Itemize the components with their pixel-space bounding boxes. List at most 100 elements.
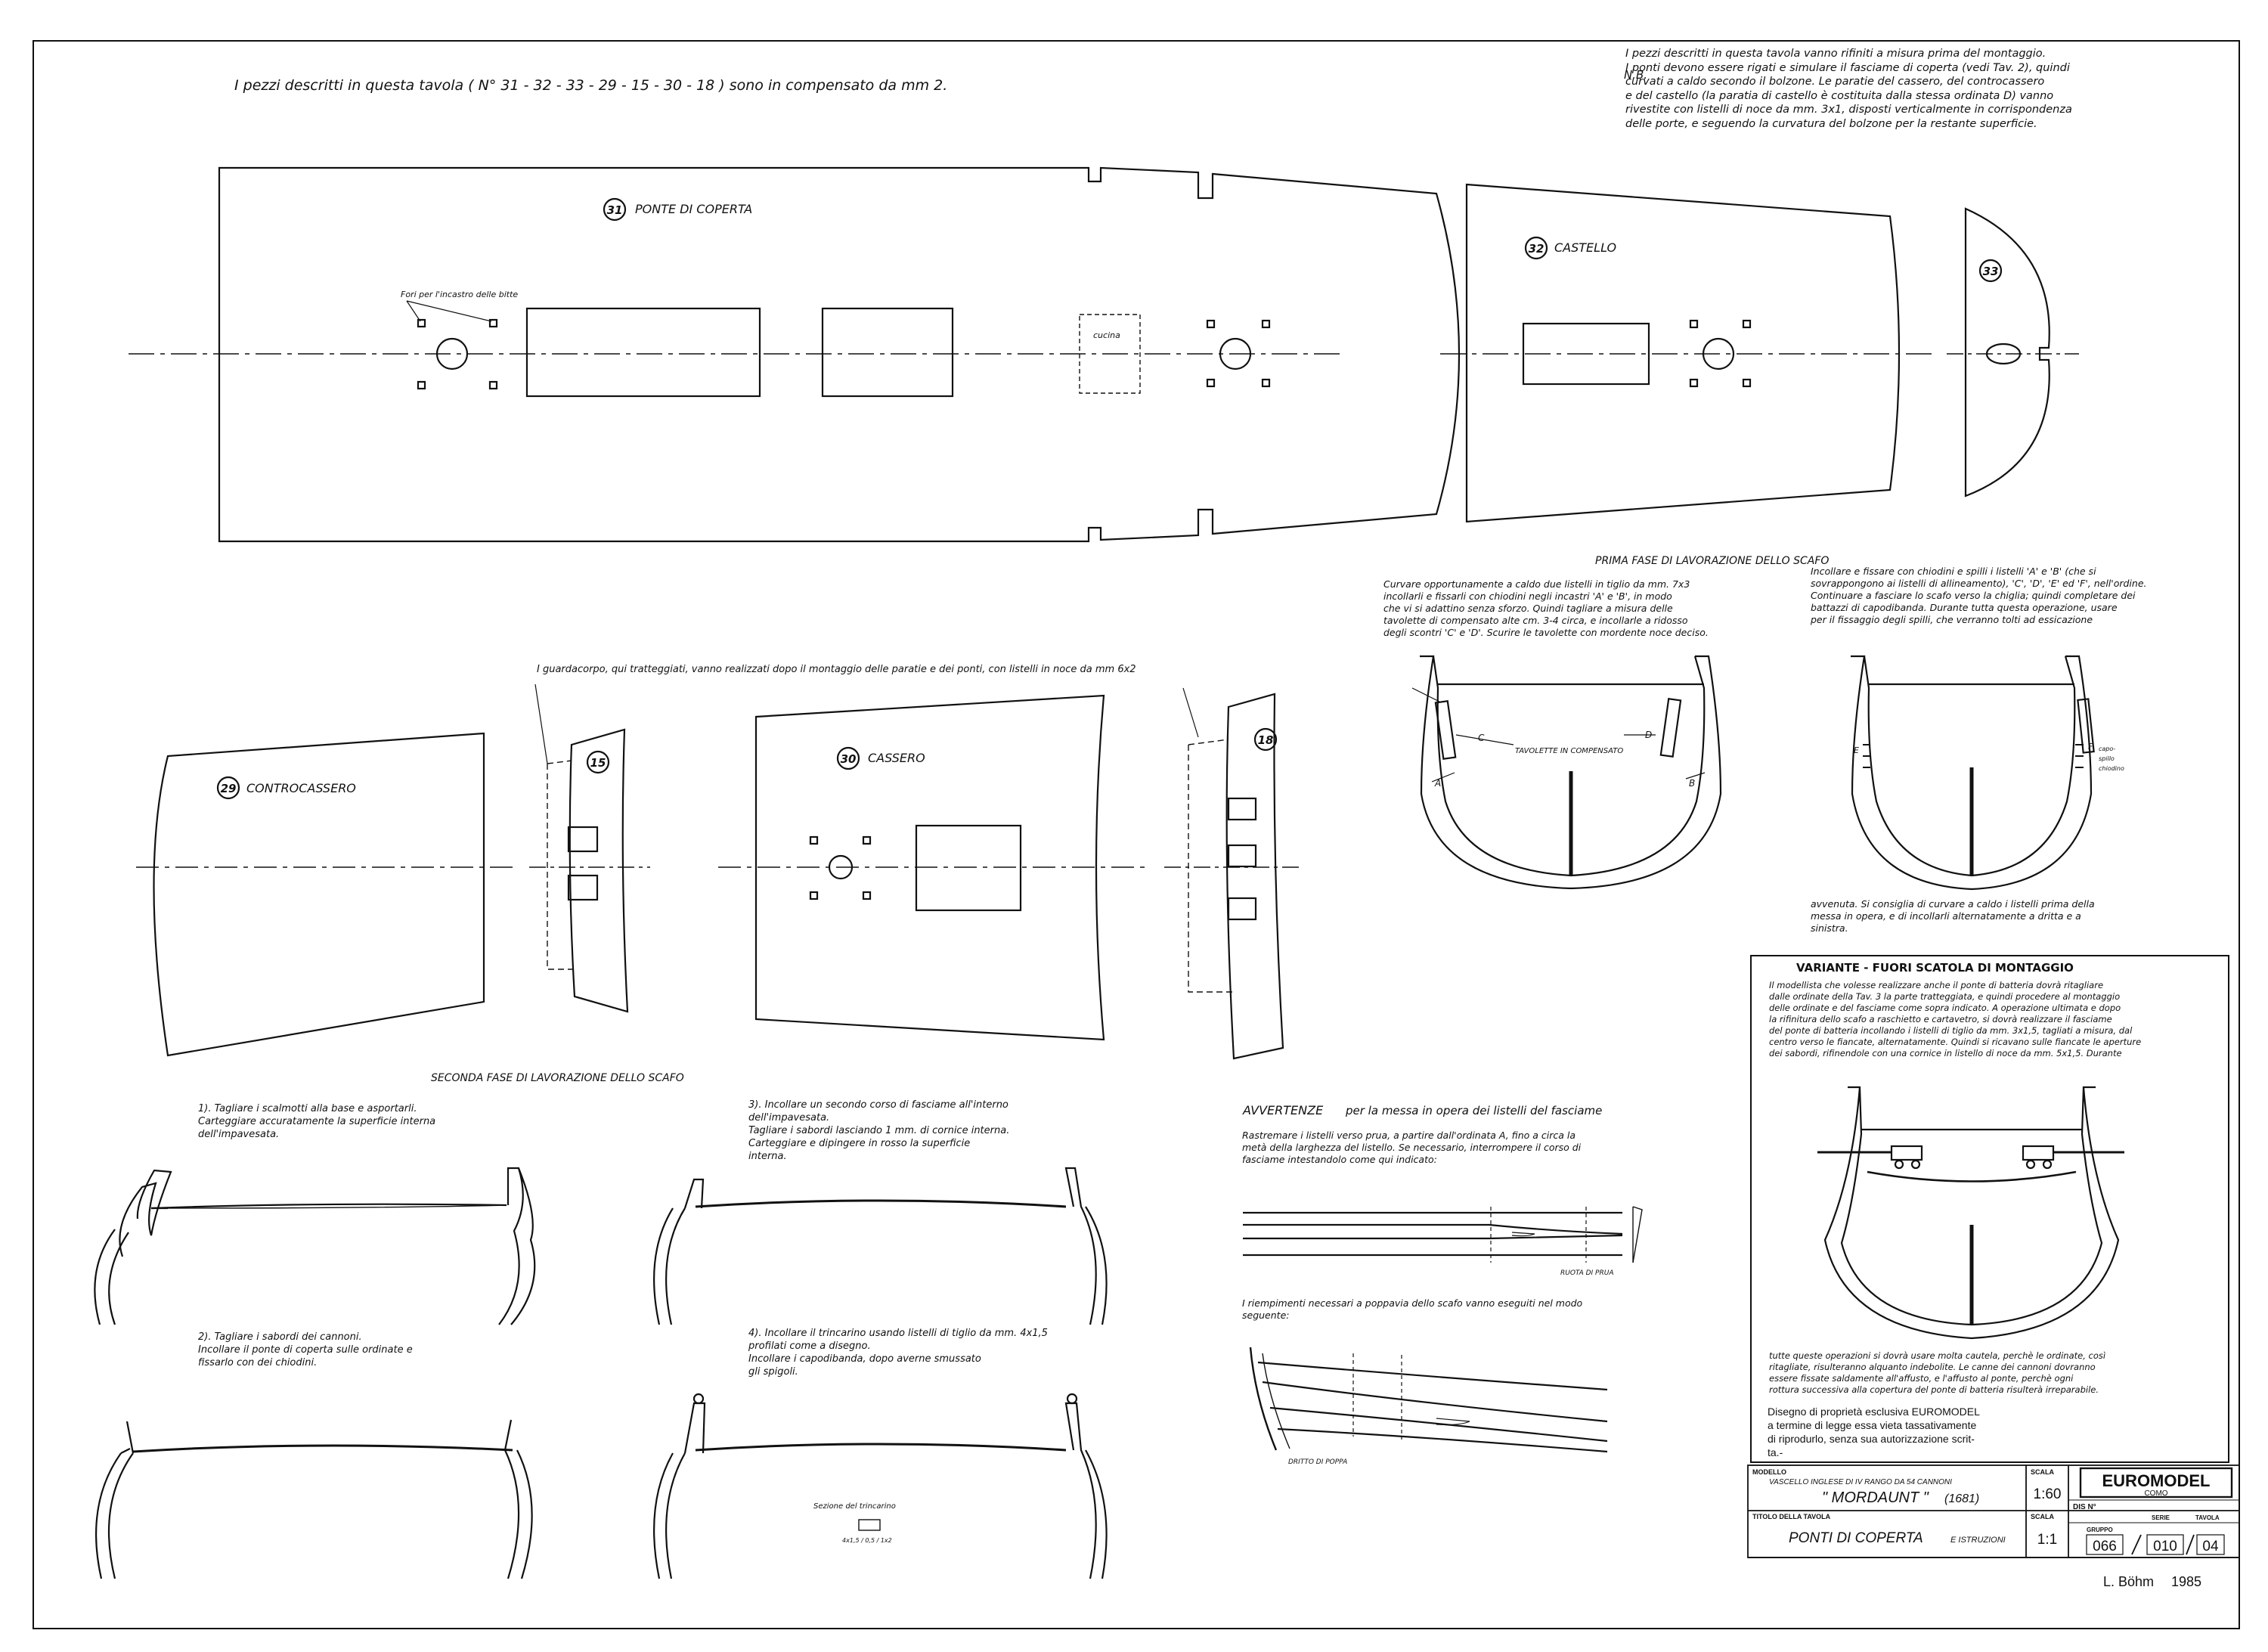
nb-line: e del castello (la paratia di castello è…	[1625, 89, 2054, 102]
tb-brand: EUROMODEL	[2102, 1471, 2211, 1490]
step-line: Incollare il ponte di coperta sulle ordi…	[198, 1344, 413, 1356]
nb-line: delle porte, e seguendo la curvatura del…	[1625, 117, 2037, 130]
part-31-ponte-di-coperta	[129, 166, 1461, 543]
nb-label: N.B.	[1624, 68, 1648, 82]
part-18-number: 18	[1258, 733, 1274, 747]
hull-section-variante	[1817, 1086, 2124, 1340]
prima-right-line: Incollare e fissare con chiodini e spill…	[1811, 566, 2096, 577]
tb-scala-label-1: SCALA	[2031, 1468, 2054, 1476]
part-30-cassero	[718, 694, 1149, 1041]
part-29-number: 29	[221, 782, 237, 795]
tb-model-year: (1681)	[1944, 1492, 1979, 1505]
seconda-step-2: 2). Tagliare i sabordi dei cannoni. Inco…	[198, 1331, 531, 1369]
nb-line: I pezzi descritti in questa tavola vanno…	[1625, 48, 2046, 60]
prima-right-text: Incollare e fissare con chiodini e spill…	[1811, 566, 2219, 626]
part-32-number-circle	[1524, 236, 1548, 260]
label-d: D	[1645, 730, 1652, 740]
variante-foot-line: rottura successiva alla copertura del po…	[1769, 1384, 2099, 1395]
part-29-number-circle	[216, 776, 240, 800]
label-a: A	[1434, 778, 1441, 789]
avvertenze-line: metà della larghezza del listello. Se ne…	[1242, 1142, 1582, 1153]
prima-right-line: sovrappongono ai listelli di allineament…	[1811, 578, 2147, 589]
fori-label: Fori per l'incastro delle bitte	[401, 290, 518, 299]
nb-note: I pezzi descritti in questa tavola vanno…	[1625, 47, 2215, 131]
hull-section-prima-right	[1851, 655, 2095, 891]
tb-titolo-label: TITOLO DELLA TAVOLA	[1752, 1513, 1831, 1520]
part-18-number-circle	[1253, 727, 1278, 752]
prima-left-line: Curvare opportunamente a caldo due liste…	[1383, 578, 1690, 590]
hull-step-2	[95, 1419, 533, 1579]
seconda-step-1: 1). Tagliare i scalmotti alla base e asp…	[198, 1102, 531, 1141]
tb-tavola-label: TAVOLA	[2195, 1514, 2220, 1521]
label-c: C	[1478, 733, 1485, 743]
part-30-number: 30	[841, 752, 857, 766]
part-15	[529, 683, 650, 1013]
label-b: B	[1689, 778, 1695, 789]
tb-gruppo: 066	[2093, 1539, 2117, 1554]
label-capobanda: capo-	[2099, 745, 2115, 752]
prima-cont-line: avvenuta. Si consiglia di curvare a cald…	[1811, 898, 2095, 910]
nb-line: I ponti devono essere rigati e simulare …	[1625, 61, 2070, 74]
step-line: Carteggiare e dipingere in rosso la supe…	[748, 1138, 971, 1149]
tb-gruppo-label: GRUPPO	[2087, 1526, 2113, 1533]
tb-year: 1985	[2171, 1574, 2201, 1589]
copyright-notice: Disegno di proprietà esclusiva EUROMODEL…	[1768, 1405, 2025, 1459]
avvertenze-line: fasciame intestandolo come qui indicato:	[1242, 1154, 1437, 1165]
part-29-controcassero	[136, 732, 514, 1057]
part-33-number: 33	[1983, 265, 1999, 278]
hull-step-4	[653, 1393, 1108, 1579]
step-line: profilati come a disegno.	[748, 1341, 871, 1352]
title-block	[1747, 1464, 2240, 1558]
prima-right-line: Continuare a fasciare lo scafo verso la …	[1811, 590, 2136, 601]
variante-line: la rifinitura dello scafo a raschietto e…	[1769, 1014, 2112, 1024]
tb-author: L. Böhm	[2103, 1574, 2154, 1589]
prima-left-text: Curvare opportunamente a caldo due liste…	[1383, 578, 1769, 639]
sheet-border	[33, 40, 2240, 1629]
step-line: dell'impavesata.	[198, 1129, 280, 1140]
avvertenze-heading: AVVERTENZE	[1242, 1103, 1324, 1117]
label-tavolette: TAVOLETTE IN COMPENSATO	[1515, 747, 1623, 755]
label-sezione-trincarino: Sezione del trincarino	[813, 1502, 896, 1511]
tb-scala-drawing: 1:1	[2037, 1532, 2057, 1548]
part-29-label: CONTROCASSERO	[246, 781, 356, 795]
part-30-number-circle	[836, 746, 860, 770]
tb-brand-city: COMO	[2144, 1489, 2167, 1498]
step-line: 4). Incollare il trincarino usando liste…	[748, 1328, 1048, 1339]
tb-model-desc: VASCELLO INGLESE DI IV RANGO DA 54 CANNO…	[1769, 1478, 1952, 1486]
part-30-label: CASSERO	[868, 751, 925, 765]
seconda-heading: SECONDA FASE DI LAVORAZIONE DELLO SCAFO	[431, 1072, 684, 1084]
hull-step-3	[653, 1167, 1108, 1325]
tb-titolo: PONTI DI COPERTA	[1789, 1530, 1923, 1546]
part-15-number: 15	[590, 756, 606, 770]
variante-foot-line: essere fissate saldamente all'affusto, e…	[1769, 1373, 2074, 1384]
strake-taper-diagram	[1243, 1206, 1643, 1263]
tb-scala-model: 1:60	[2034, 1486, 2062, 1502]
variante-foot-line: ritagliate, risulteranno alquanto indebo…	[1769, 1362, 2096, 1372]
step-line: Tagliare i sabordi lasciando 1 mm. di co…	[748, 1125, 1010, 1136]
header-note: I pezzi descritti in questa tavola ( N° …	[234, 77, 948, 94]
prima-left-line: incollarli e fissarli con chiodini negli…	[1383, 590, 1672, 602]
part-33	[1947, 207, 2079, 497]
step-line: 1). Tagliare i scalmotti alla base e asp…	[198, 1103, 417, 1114]
variante-line: dei sabordi, rifinendole con una cornice…	[1769, 1048, 2122, 1058]
label-dritto-poppa: DRITTO DI POPPA	[1288, 1458, 1347, 1466]
prima-cont-line: sinistra.	[1811, 922, 1848, 934]
label-ruota-prua: RUOTA DI PRUA	[1560, 1269, 1613, 1277]
label-spillo: spillo	[2099, 755, 2115, 762]
hull-step-1	[94, 1167, 536, 1325]
step-line: 2). Tagliare i sabordi dei cannoni.	[198, 1331, 362, 1343]
variante-line: Il modellista che volesse realizzare anc…	[1769, 980, 2104, 990]
variante-line: dalle ordinate della Tav. 3 la parte tra…	[1769, 991, 2121, 1002]
variante-line: delle ordinate e del fasciame come sopra…	[1769, 1003, 2121, 1013]
prima-right-line: per il fissaggio degli spilli, che verra…	[1811, 614, 2093, 625]
variante-panel	[1750, 955, 2229, 1463]
tb-serie-label: SERIE	[2152, 1514, 2170, 1521]
prima-left-line: tavolette di compensato alte cm. 3-4 cir…	[1383, 615, 1688, 626]
part-32-castello	[1440, 183, 1935, 523]
variante-line: del ponte di batteria incollando i liste…	[1769, 1025, 2133, 1036]
tb-modello-label: MODELLO	[1752, 1468, 1786, 1476]
prima-right-line: battazzi di capodibanda. Durante tutta q…	[1811, 602, 2118, 613]
prima-left-line: degli scontri 'C' e 'D'. Scurire le tavo…	[1383, 627, 1709, 638]
riempimenti-line: I riempimenti necessari a poppavia dello…	[1242, 1297, 1583, 1309]
avvertenze-subheading: per la messa in opera dei listelli del f…	[1345, 1104, 1602, 1117]
